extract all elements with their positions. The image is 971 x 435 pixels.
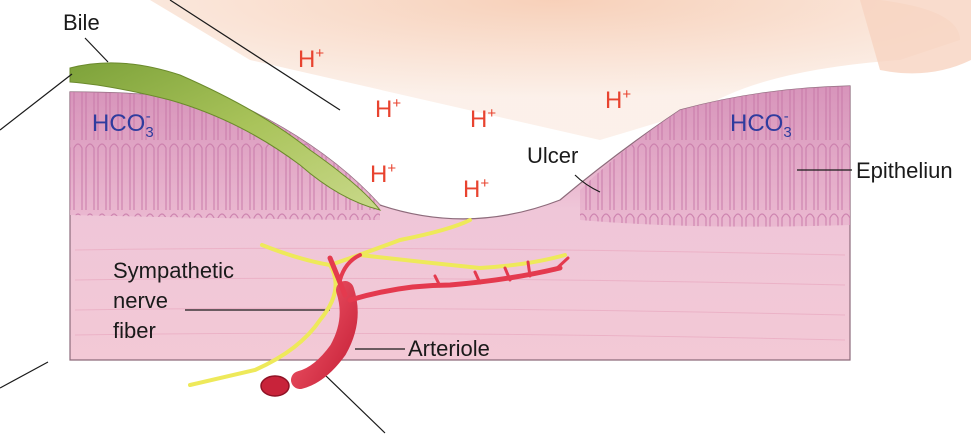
bicarbonate-ion-right: HCO3- <box>730 108 792 141</box>
epithelium-label: Epitheliun <box>856 158 953 183</box>
hydrogen-ion: H+ <box>375 95 401 123</box>
arteriole-cut-end <box>261 376 289 396</box>
left-leader-top <box>0 74 72 130</box>
hydrogen-ion: H+ <box>370 160 396 188</box>
bile-leader <box>85 38 108 62</box>
hydrogen-ion: H+ <box>463 175 489 203</box>
lumen-background-right <box>860 0 971 73</box>
ulcer-label: Ulcer <box>527 143 578 168</box>
arteriole-label: Arteriole <box>408 336 490 361</box>
hydrogen-ion: H+ <box>470 105 496 133</box>
sympathetic-label-line1: Sympathetic <box>113 258 234 283</box>
bile-label: Bile <box>63 10 100 35</box>
bicarbonate-ion-left: HCO3- <box>92 108 154 141</box>
bottom-leader <box>325 375 385 433</box>
left-leader-bottom <box>0 362 48 388</box>
sympathetic-label-line3: fiber <box>113 318 156 343</box>
sympathetic-label-line2: nerve <box>113 288 168 313</box>
